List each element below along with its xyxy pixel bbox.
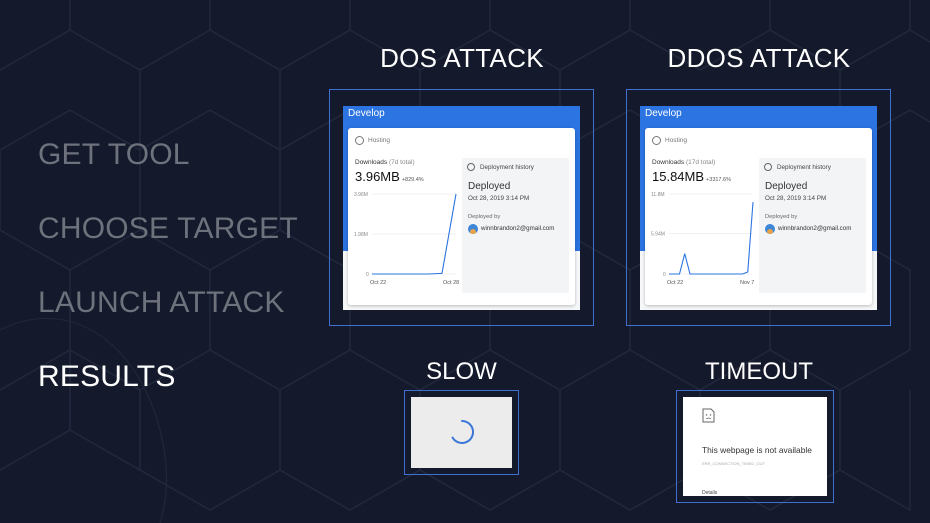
deployed-by-label: Deployed by <box>765 214 798 220</box>
timeout-frame <box>676 390 834 503</box>
downloads-value-row: 3.96MB+829.4% <box>355 169 424 184</box>
app-title: Develop <box>348 108 385 119</box>
deployer-email: winnbrandon2@gmail.com <box>778 225 852 232</box>
deploy-status: Deployed <box>765 181 808 192</box>
step-results: RESULTS <box>38 360 176 393</box>
timeout-page-screenshot: This webpage is not available ERR_CONNEC… <box>683 397 827 496</box>
deployed-by-label: Deployed by <box>468 214 501 220</box>
step-launch-attack: LAUNCH ATTACK <box>38 286 285 319</box>
app-title: Develop <box>645 108 682 119</box>
y-tick-label: 11.8M <box>651 192 665 198</box>
downloads-label-text: Downloads <box>355 159 388 166</box>
deployer-email: winnbrandon2@gmail.com <box>481 225 555 232</box>
deploy-date: Oct 28, 2019 3:14 PM <box>468 195 530 202</box>
downloads-label: Downloads (7d total) <box>355 159 415 166</box>
section-label: Hosting <box>665 137 688 144</box>
section-label: Hosting <box>368 137 391 144</box>
deployment-panel: Deployment history Deployed Oct 28, 2019… <box>759 158 866 293</box>
deployment-panel: Deployment history Deployed Oct 28, 2019… <box>462 158 569 293</box>
ddos-attack-title: DDOS ATTACK <box>667 43 851 73</box>
downloads-label-text: Downloads <box>652 159 685 166</box>
avatar <box>468 224 478 234</box>
ddos-console-screenshot: Develop Hosting Downloads (17d total) 15… <box>640 106 877 310</box>
x-tick-label: Oct 28 <box>443 280 459 286</box>
downloads-value-row: 15.84MB+3317.6% <box>652 169 731 184</box>
downloads-value: 3.96MB <box>355 169 400 184</box>
deploy-date: Oct 28, 2019 3:14 PM <box>765 195 827 202</box>
hosting-card: Hosting Downloads (7d total) 3.96MB+829.… <box>348 128 575 305</box>
downloads-series-line <box>372 193 457 275</box>
y-tick-label: 5.94M <box>651 232 665 238</box>
dos-attack-title: DOS ATTACK <box>380 43 544 73</box>
y-tick-label: 1.98M <box>354 232 368 238</box>
loading-spinner-icon <box>451 419 474 444</box>
step-get-tool: GET TOOL <box>38 138 190 171</box>
globe-icon <box>652 136 661 145</box>
y-tick-label: 0 <box>663 272 666 278</box>
downloads-period: (17d total) <box>685 159 716 166</box>
error-title: This webpage is not available <box>702 445 812 455</box>
downloads-label: Downloads (17d total) <box>652 159 715 166</box>
x-tick-label: Nov 7 <box>740 280 754 286</box>
step-choose-target: CHOOSE TARGET <box>38 212 298 245</box>
downloads-change: +3317.6% <box>706 177 731 183</box>
downloads-change: +829.4% <box>401 177 424 183</box>
timeout-title: TIMEOUT <box>705 358 813 385</box>
ddos-frame <box>626 89 891 326</box>
downloads-value: 15.84MB <box>652 169 705 184</box>
deploy-status: Deployed <box>468 181 511 192</box>
globe-icon <box>355 136 364 145</box>
hosting-card: Hosting Downloads (17d total) 15.84MB+33… <box>645 128 872 305</box>
dos-console-screenshot: Develop Hosting Downloads (7d total) 3.9… <box>343 106 580 310</box>
error-code: ERR_CONNECTION_TIMED_OUT <box>702 461 765 466</box>
history-icon <box>467 163 475 171</box>
downloads-period: (7d total) <box>388 159 415 166</box>
history-icon <box>764 163 772 171</box>
avatar <box>765 224 775 234</box>
slow-title: SLOW <box>426 358 497 385</box>
deployment-history-label: Deployment history <box>777 164 831 171</box>
downloads-series-line <box>669 202 754 275</box>
x-tick-label: Oct 22 <box>370 280 386 286</box>
x-tick-label: Oct 22 <box>667 280 683 286</box>
deployment-history-label: Deployment history <box>480 164 534 171</box>
dos-frame <box>329 89 594 326</box>
slow-frame <box>404 390 519 475</box>
slow-page-screenshot <box>411 397 512 468</box>
sad-document-icon <box>702 408 715 423</box>
details-link[interactable]: Details <box>702 490 718 496</box>
y-tick-label: 3.96M <box>354 192 368 198</box>
y-tick-label: 0 <box>366 272 369 278</box>
